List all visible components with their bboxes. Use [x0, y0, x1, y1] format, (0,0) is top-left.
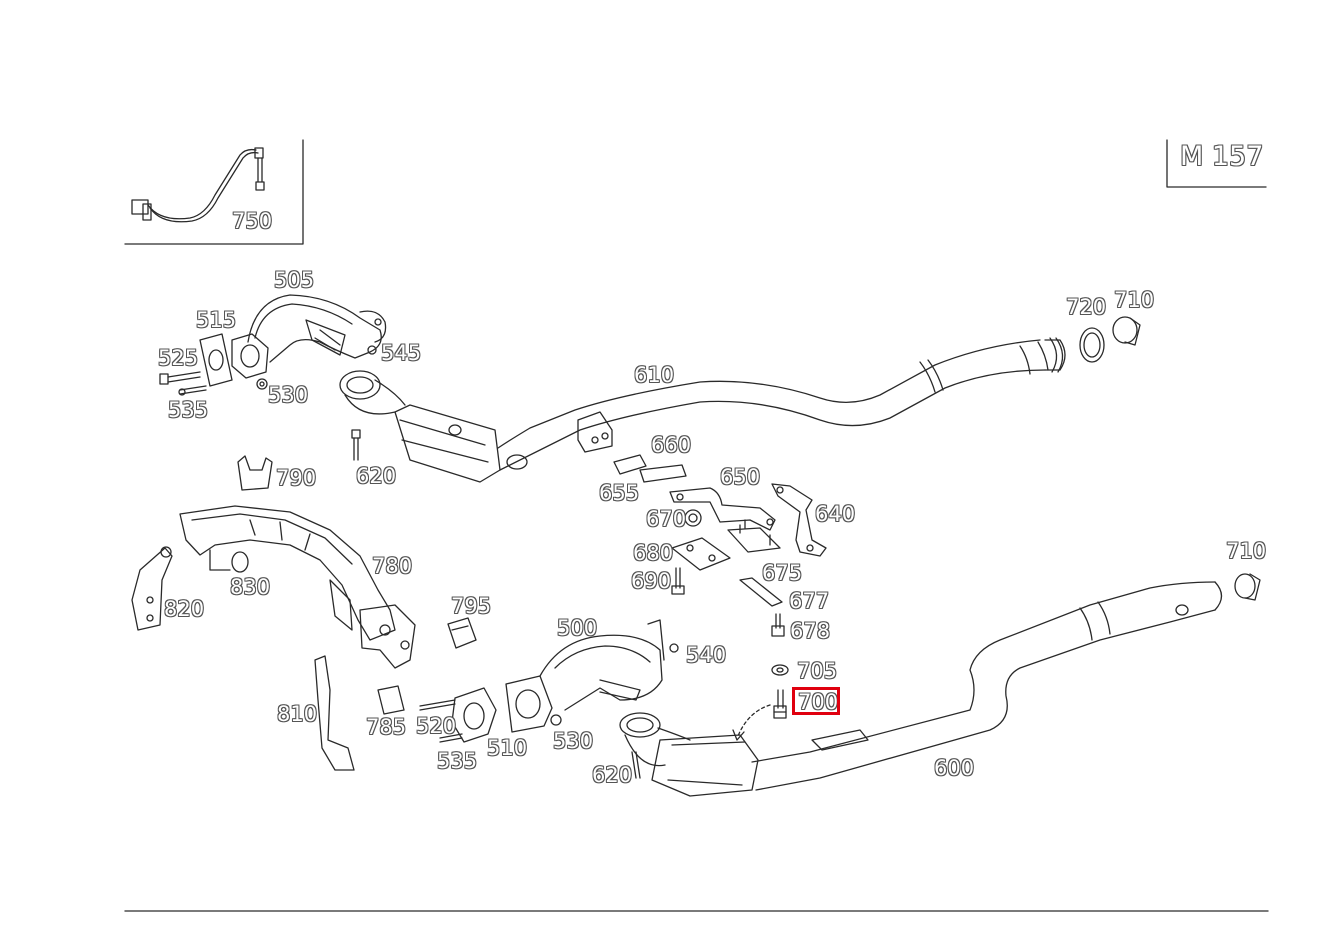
washer-705: [772, 665, 788, 675]
part-label-525: 525: [158, 346, 199, 370]
part-label-650: 650: [720, 465, 761, 489]
part-label-530-lower: 530: [553, 729, 594, 753]
part-label-680: 680: [633, 541, 674, 565]
bracket-810: [315, 656, 354, 770]
strap-655: [640, 465, 686, 482]
part-label-660: 660: [651, 433, 692, 457]
part-label-655: 655: [599, 481, 640, 505]
part-label-505: 505: [274, 268, 315, 292]
bolt-535-lower: [440, 734, 462, 742]
arrow-700: [733, 705, 770, 740]
part-label-530-upper: 530: [268, 383, 309, 407]
gasket-510: [452, 688, 496, 742]
highlight-box-700: [792, 687, 840, 715]
nut-530-upper: [257, 379, 267, 389]
bolt-620-lower: [632, 752, 640, 778]
part-label-620-upper: 620: [356, 464, 397, 488]
stud-520: [420, 700, 455, 710]
mount-785: [378, 686, 404, 714]
flange-plate-upper: [200, 334, 232, 386]
model-code-label: M 157: [1180, 141, 1264, 172]
part-label-620-lower: 620: [592, 763, 633, 787]
part-label-510: 510: [487, 736, 528, 760]
pipe-610: [498, 338, 1065, 470]
flange-lower: [506, 676, 552, 732]
pipe-600: [752, 582, 1222, 790]
part-label-515: 515: [196, 308, 237, 332]
bracket-820: [132, 547, 172, 630]
part-label-535-upper: 535: [168, 398, 209, 422]
ring-720: [1080, 328, 1104, 362]
part-label-750: 750: [232, 209, 273, 233]
part-label-830: 830: [230, 575, 271, 599]
crossmember-780: [180, 506, 415, 668]
bolt-620-upper: [352, 430, 360, 460]
plate-680: [672, 538, 730, 570]
bolt-678: [772, 614, 784, 636]
bolt-690: [672, 568, 684, 594]
bushing-830: [210, 550, 248, 572]
part-label-535-lower: 535: [437, 749, 478, 773]
part-label-710-upper: 710: [1114, 288, 1155, 312]
nut-670: [685, 510, 701, 526]
part-label-700: 700: [798, 690, 839, 714]
part-label-520: 520: [416, 714, 457, 738]
stud-525: [160, 372, 200, 384]
nut-545: [368, 346, 376, 354]
part-label-500: 500: [557, 616, 598, 640]
part-label-790: 790: [276, 466, 317, 490]
part-label-820: 820: [164, 597, 205, 621]
part-label-610: 610: [634, 363, 675, 387]
clip-660: [614, 455, 646, 474]
sensor-inset-frame: [125, 140, 303, 244]
part-label-640: 640: [815, 502, 856, 526]
clip-795: [448, 618, 476, 648]
bracket-640: [772, 484, 826, 556]
part-label-677: 677: [789, 589, 830, 613]
part-label-705: 705: [797, 659, 838, 683]
part-label-720: 720: [1066, 295, 1107, 319]
bracket-610: [578, 412, 612, 452]
bolt-700: [774, 690, 786, 718]
oxygen-sensor-750: [132, 148, 264, 222]
mount-675: [728, 520, 780, 552]
part-label-795: 795: [451, 594, 492, 618]
clamp-710-lower: [1235, 574, 1260, 600]
upper-manifold-505: [248, 295, 386, 362]
lower-catalyst: [620, 713, 758, 796]
nut-540: [670, 644, 678, 652]
part-label-690: 690: [631, 569, 672, 593]
part-label-670: 670: [646, 507, 687, 531]
part-label-785: 785: [366, 715, 407, 739]
gasket-515: [232, 334, 268, 378]
part-label-675: 675: [762, 561, 803, 585]
part-label-600: 600: [934, 756, 975, 780]
hanger-bracket-600: [812, 730, 868, 750]
hook-790: [238, 456, 272, 490]
rail-677: [740, 578, 782, 606]
part-label-678: 678: [790, 619, 831, 643]
part-label-545: 545: [381, 341, 422, 365]
manifold-500: [540, 620, 664, 710]
part-label-810: 810: [277, 702, 318, 726]
bolt-535-upper: [179, 386, 206, 395]
nut-530-lower: [551, 715, 561, 725]
part-label-540: 540: [686, 643, 727, 667]
clamp-710-upper: [1113, 317, 1140, 345]
model-frame: [1167, 140, 1266, 187]
part-label-710-lower: 710: [1226, 539, 1267, 563]
part-label-780: 780: [372, 554, 413, 578]
bracket-650: [670, 488, 775, 530]
